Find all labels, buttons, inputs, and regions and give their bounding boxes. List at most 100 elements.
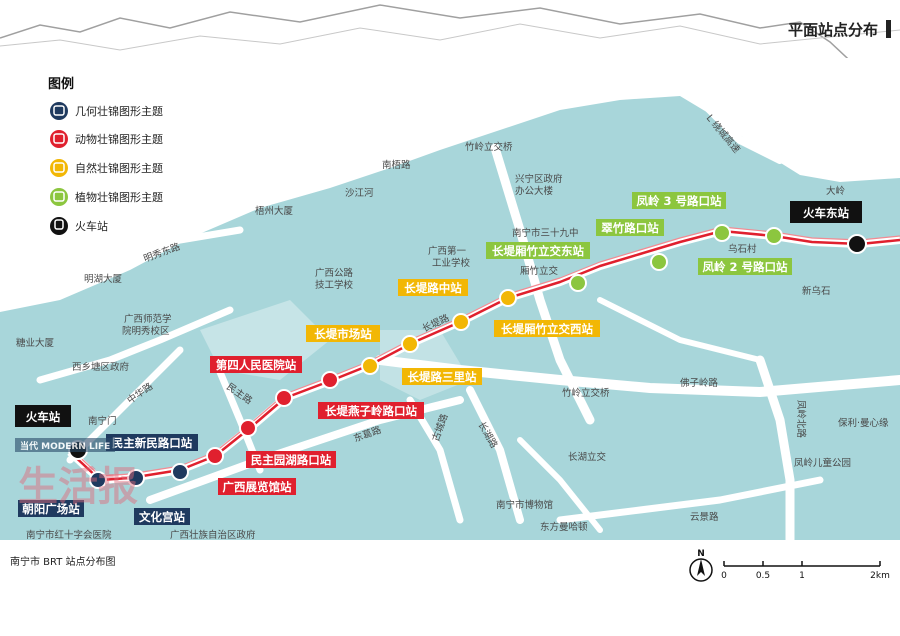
- station-label-railway-west[interactable]: 火车站: [26, 410, 61, 424]
- place-nanwu: 南梧路: [382, 159, 411, 171]
- scale-label-0: 0: [721, 571, 727, 581]
- station-label-zhong[interactable]: 长堤路中站: [404, 281, 462, 295]
- place-gx-shifan: 广西师范学: [124, 313, 172, 325]
- place-nanning-museum: 南宁市博物馆: [496, 499, 553, 511]
- station-marker-railway-east[interactable]: [847, 234, 867, 254]
- plant-bus-icon: [50, 188, 68, 206]
- place-nanning-gate: 南宁门: [88, 415, 117, 427]
- label-bg-zhong: [398, 279, 468, 296]
- place-gx-gongan: 广西公路: [315, 267, 354, 279]
- place-minghu: 明湖大厦: [84, 273, 123, 285]
- station-marker-sanli[interactable]: [401, 335, 419, 353]
- place-wuzhou: 梧州大厦: [255, 205, 294, 217]
- station-marker-zhanlanguan[interactable]: [206, 447, 224, 465]
- road-mingxiu: [116, 226, 244, 254]
- station-marker-minzhu-xinju[interactable]: [127, 469, 145, 487]
- place-fengling-beilu: 凤岭北路: [795, 400, 807, 439]
- place-foziling: 佛子岭路: [680, 377, 719, 389]
- road-xixiang: [36, 306, 234, 384]
- label-bg-chaoyang: [18, 500, 84, 517]
- station-labels: 火车东站 火车站 凤岭 3 号路口站 翠竹路口站 长堤厢竹立交东站 凤岭 2 号…: [15, 192, 862, 525]
- station-label-zhuxi[interactable]: 长堤厢竹立交西站: [501, 322, 593, 336]
- label-bg-wenhuagong: [134, 508, 190, 525]
- station-marker-yanziling[interactable]: [321, 371, 339, 389]
- place-gongye: 工业学校: [432, 257, 471, 269]
- road-ring: [696, 96, 784, 164]
- label-bg-yanziling: [318, 402, 424, 419]
- station-label-minzhu-yuanhu[interactable]: 民主园湖路口站: [251, 453, 332, 467]
- watermark-small: 当代 MODERN LIFE: [20, 440, 110, 452]
- road-changhu: [466, 386, 524, 524]
- watermark-big: 生活报: [18, 464, 138, 510]
- station-label-fengling2[interactable]: 凤岭 2 号路口站: [702, 260, 788, 274]
- station-marker-shichang[interactable]: [361, 357, 379, 375]
- station-marker-cuizhu[interactable]: [650, 253, 668, 271]
- place-wushicun: 乌石村: [728, 243, 757, 255]
- road-south: [517, 437, 603, 533]
- legend-label-railway: 火车站: [75, 219, 108, 233]
- station-marker-minzhu-yuanhu[interactable]: [239, 419, 257, 437]
- station-label-wenhuagong[interactable]: 文化宫站: [139, 510, 185, 524]
- place-shajiang: 沙江河: [345, 187, 374, 199]
- place-gx-gov: 广西壮族自治区政府: [170, 529, 256, 541]
- place-zhuling-lijiao: 竹岭立交桥: [465, 141, 513, 153]
- animal-bus-glyph: [53, 133, 65, 144]
- station-marker-fengling3[interactable]: [713, 224, 731, 242]
- station-marker-sirenmin[interactable]: [275, 389, 293, 407]
- station-marker-chaoyang[interactable]: [89, 471, 107, 489]
- legend-label-nature: 自然壮锦图形主题: [75, 161, 163, 175]
- watermark: 当代 MODERN LIFE 生活报: [15, 438, 138, 510]
- place-baoli: 保利·曼心缘: [838, 417, 889, 429]
- label-bg-zhanlanguan: [218, 478, 296, 495]
- north-label: N: [697, 549, 705, 559]
- label-bg-sanli: [402, 368, 482, 385]
- station-label-minzhu-xinju[interactable]: 民主新民路口站: [112, 436, 193, 450]
- place-fengling-park: 凤岭儿童公园: [794, 457, 851, 469]
- station-label-cuizhu[interactable]: 翠竹路口站: [601, 221, 659, 235]
- place-zhuling-jiao: 竹岭立交桥: [562, 387, 610, 399]
- scale-label-1: 1: [799, 571, 805, 581]
- station-marker-wenhuagong[interactable]: [171, 463, 189, 481]
- station-label-sanli[interactable]: 长堤路三里站: [408, 370, 477, 384]
- station-label-fengling3[interactable]: 凤岭 3 号路口站: [636, 194, 722, 208]
- station-label-sirenmin[interactable]: 第四人民医院站: [216, 358, 297, 372]
- label-bg-cuizhu: [596, 219, 664, 236]
- place-daling: 大岭: [826, 185, 846, 197]
- station-marker-zhong[interactable]: [452, 313, 470, 331]
- place-yunjing: 云景路: [690, 511, 719, 523]
- station-label-zhudong[interactable]: 长堤厢竹立交东站: [492, 244, 584, 258]
- place-xixiangtang: 西乡塘区政府: [72, 361, 130, 373]
- label-bg-railway-west: [15, 405, 71, 427]
- animal-bus-icon: [50, 130, 68, 148]
- scale-label-2: 2km: [870, 571, 890, 581]
- place-hongcross: 南宁市红十字会医院: [26, 529, 112, 541]
- station-marker-zhudong[interactable]: [569, 274, 587, 292]
- station-marker-fengling2[interactable]: [765, 227, 783, 245]
- plant-bus-glyph: [53, 191, 65, 202]
- road-yunjing: [556, 476, 824, 524]
- place-tangye: 糖业大厦: [16, 337, 55, 349]
- scale-bar: N 0 0.5 1 2km: [689, 549, 890, 582]
- train-glyph: [54, 219, 64, 230]
- legend-item-plant: 植物壮锦图形主题: [50, 188, 163, 206]
- legend-item-railway: 火车站: [50, 217, 108, 235]
- label-bg-shichang: [306, 325, 380, 342]
- label-bg-fengling2: [698, 258, 792, 275]
- station-label-chaoyang[interactable]: 朝阳广场站: [22, 502, 80, 516]
- nature-bus-icon: [50, 159, 68, 177]
- map-caption: 南宁市 BRT 站点分布图: [10, 555, 116, 568]
- scale-label-05: 0.5: [756, 571, 770, 581]
- place-jigong: 技工学校: [315, 279, 354, 291]
- north-arrow-needle: [697, 559, 705, 576]
- station-label-yanziling[interactable]: 长堤燕子岭路口站: [325, 404, 417, 418]
- legend-item-nature: 自然壮锦图形主题: [50, 159, 163, 177]
- legend: 图例 几何壮锦图形主题 动物壮锦图形主题 自然壮锦图形主题 植物壮锦图形主题 火…: [48, 76, 163, 235]
- place-gx-first: 广西第一: [428, 245, 467, 257]
- station-label-zhanlanguan[interactable]: 广西展览馆站: [223, 480, 292, 494]
- station-marker-zhuxi[interactable]: [499, 289, 517, 307]
- station-label-shichang[interactable]: 长堤市场站: [314, 327, 372, 341]
- place-mingxiu-campus: 院明秀校区: [122, 325, 170, 337]
- station-label-railway-east[interactable]: 火车东站: [803, 206, 849, 220]
